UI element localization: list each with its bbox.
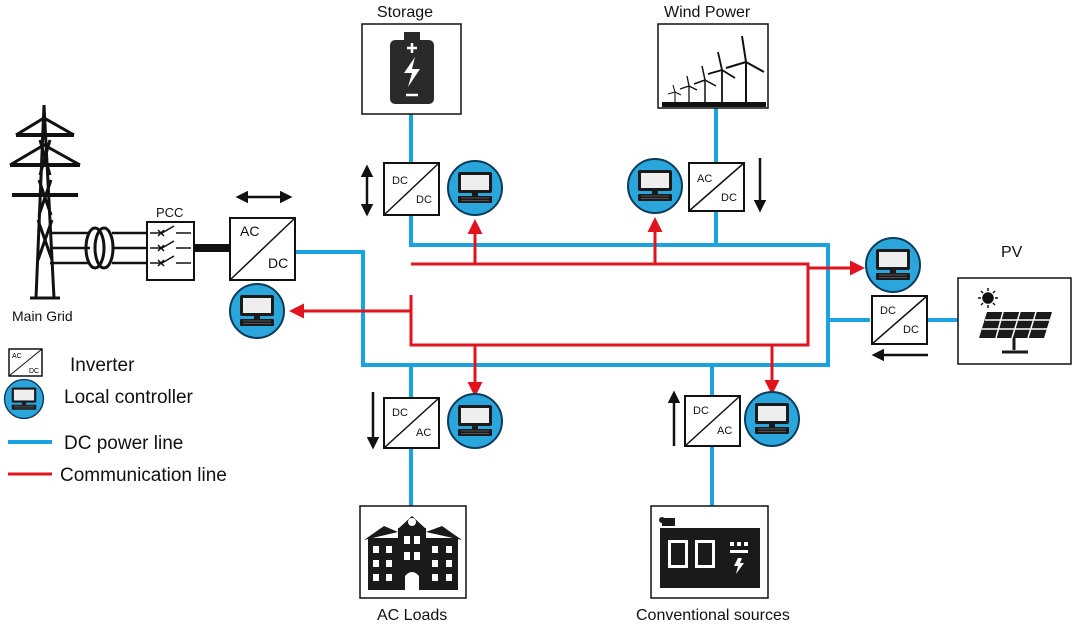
grid-busbar	[194, 244, 230, 252]
main-grid-label: Main Grid	[12, 308, 73, 324]
sun-icon	[978, 288, 998, 308]
legend: AC DC Inverter Local controller DC power…	[3, 348, 227, 486]
wind-power-label: Wind Power	[664, 4, 751, 21]
legend-inverter-icon: AC DC	[8, 348, 43, 377]
communication-lines	[289, 217, 865, 397]
wind-controller-computer-icon	[627, 158, 683, 214]
conventional-converter-top: DC	[693, 405, 709, 417]
transmission-tower-icon	[9, 104, 81, 300]
legend-inverter-icon-bottom: DC	[29, 368, 39, 375]
pv-converter-top: DC	[880, 305, 896, 317]
legend-dc-line-label: DC power line	[64, 433, 183, 454]
grid-controller-computer-icon	[229, 283, 285, 339]
grid-converter-top: AC	[240, 223, 259, 239]
grid-converter-bottom: DC	[268, 255, 288, 271]
conventional-converter-bottom: AC	[717, 425, 732, 437]
legend-controller-label: Local controller	[64, 387, 194, 408]
generator-icon	[659, 517, 760, 588]
legend-inverter-label: Inverter	[70, 355, 135, 376]
pcc-breaker-box	[146, 221, 195, 281]
conventional-sources-label: Conventional sources	[636, 607, 790, 624]
legend-comm-line-label: Communication line	[60, 465, 227, 486]
loads-converter: DC AC	[383, 397, 440, 449]
loads-converter-top: DC	[392, 407, 408, 419]
loads-converter-bottom: AC	[416, 427, 431, 439]
grid-dc-feed	[295, 250, 830, 367]
grid-wires	[50, 231, 90, 265]
comm-line-upper	[409, 262, 810, 347]
storage-controller-computer-icon	[447, 160, 503, 216]
ac-loads-label: AC Loads	[377, 607, 447, 624]
transformer-icon	[84, 226, 115, 270]
building-icon	[364, 516, 462, 590]
grid-wires-out	[112, 231, 147, 265]
conventional-converter: DC AC	[684, 395, 741, 447]
pv-label: PV	[1001, 244, 1023, 261]
pcc-label: PCC	[156, 205, 183, 220]
storage-converter-top: DC	[392, 175, 408, 187]
wind-turbine-icon	[662, 35, 766, 107]
wind-converter-bottom: DC	[721, 192, 737, 204]
conventional-controller-computer-icon	[744, 391, 800, 447]
battery-icon	[390, 32, 434, 104]
pv-converter-bottom: DC	[903, 324, 919, 336]
solar-panel-icon	[979, 311, 1052, 354]
loads-controller-computer-icon	[447, 393, 503, 449]
legend-computer-icon	[3, 378, 45, 420]
wind-converter: AC DC	[688, 162, 745, 212]
wind-box	[657, 23, 769, 109]
storage-converter-bottom: DC	[416, 194, 432, 206]
wind-converter-top: AC	[697, 173, 712, 185]
storage-converter: DC DC	[383, 162, 440, 216]
grid-converter: AC DC	[229, 217, 296, 281]
storage-label: Storage	[377, 4, 433, 21]
legend-inverter-icon-top: AC	[12, 353, 22, 360]
pv-controller-computer-icon	[865, 237, 921, 293]
dc-bus-upper	[409, 112, 830, 322]
breaker-icon	[150, 225, 191, 267]
pv-converter: DC DC	[871, 295, 928, 345]
